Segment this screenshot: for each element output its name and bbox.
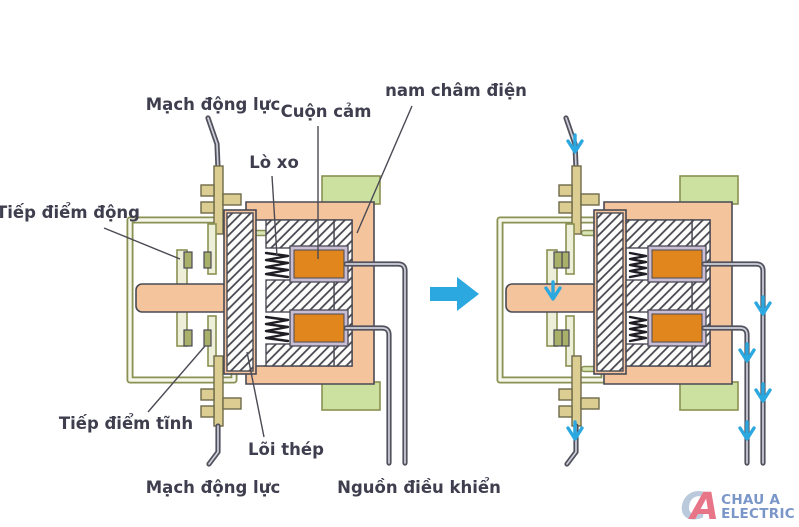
label-power-circuit-top: Mạch động lực xyxy=(146,95,280,114)
leader-line-static-contact xyxy=(147,345,206,413)
label-coil: Cuộn cảm xyxy=(281,102,372,121)
current-flow-arrow-icon xyxy=(738,342,756,363)
armature-core-assembly xyxy=(135,209,257,375)
logo-line1: CHAU A xyxy=(721,491,781,508)
current-flow-arrow-icon xyxy=(754,382,772,403)
label-static-contact: Tiếp điểm tĩnh xyxy=(59,414,193,433)
label-moving-contact: Tiếp điểm động xyxy=(0,203,140,222)
transition-arrow-icon xyxy=(430,277,479,311)
annotations: Mạch động lực Cuộn cảm nam châm điện Lò … xyxy=(0,81,527,497)
label-spring: Lò xo xyxy=(249,153,299,172)
label-iron-core: Lõi thép xyxy=(248,440,324,459)
label-power-circuit-bottom: Mạch động lực xyxy=(146,478,280,497)
leader-line-spring xyxy=(271,175,278,257)
current-flow-arrow-icon xyxy=(754,295,772,316)
logo-mark-a: A xyxy=(690,485,719,527)
logo-line2: ELECTRIC xyxy=(721,505,795,522)
logo-mark: CA xyxy=(680,485,719,527)
leader-line-moving-contact xyxy=(103,227,181,260)
label-electromagnet: nam châm điện xyxy=(385,81,527,100)
label-control-source: Nguồn điều khiển xyxy=(337,478,501,497)
right-contactor-diagram xyxy=(500,118,772,464)
logo-text: CHAU A ELECTRIC xyxy=(721,493,795,521)
leader-line-iron-core xyxy=(246,351,265,438)
leader-line-electromagnet xyxy=(356,105,413,234)
logo-mark-c: C xyxy=(680,485,707,527)
logo: CA CHAU A ELECTRIC xyxy=(680,488,795,525)
current-flow-arrow-icon xyxy=(738,420,756,441)
